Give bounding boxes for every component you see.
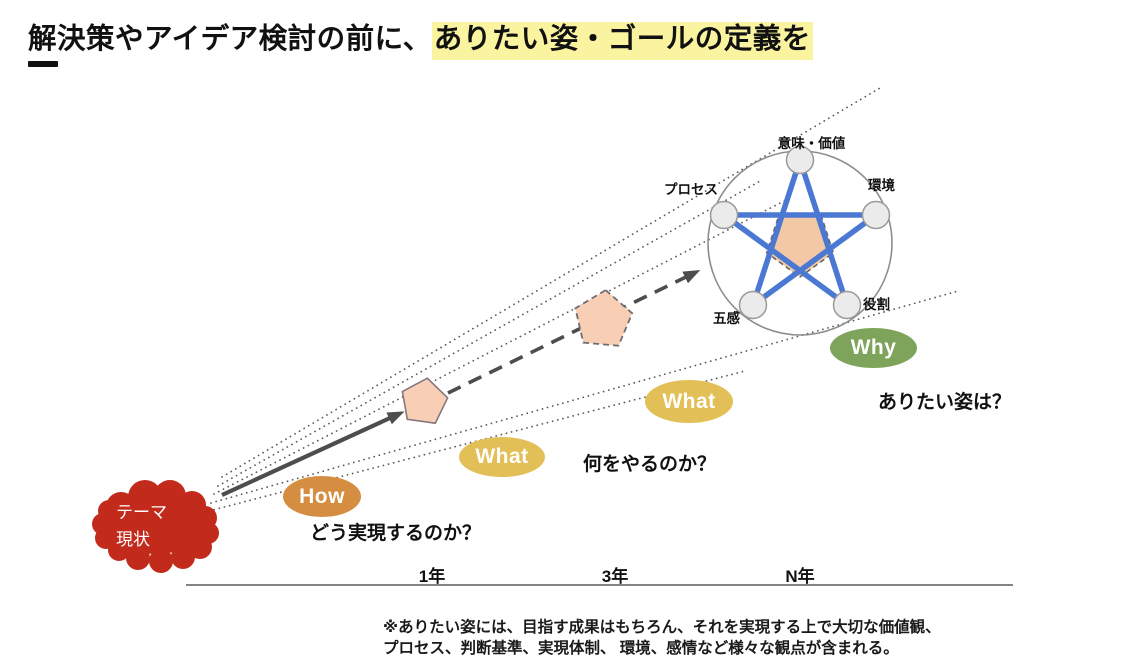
node-process: [709, 200, 739, 230]
dotted-ray-upper: [217, 179, 763, 487]
title-plain-text: 解決策やアイデア検討の前に、: [28, 23, 432, 55]
node-role: [832, 290, 862, 320]
what-question: 何をやるのか？: [583, 454, 717, 475]
timeline-tick-nyear: N年: [785, 567, 815, 586]
what-badge-near-label: What: [475, 445, 529, 468]
pentagon-mid-term: [574, 288, 634, 347]
footnote: ※ありたい姿には、目指す成果はもちろん、それを実現する上で大切な価値観、 プロセ…: [383, 618, 941, 659]
what-badge-far: What: [645, 380, 733, 423]
why-badge-label: Why: [850, 336, 897, 359]
goal-label-meaning-value: 意味・価値: [777, 136, 846, 151]
star-nodes: [709, 145, 891, 320]
dotted-ray-mid-upper: [213, 198, 789, 495]
how-question: どう実現するのか？: [310, 523, 482, 544]
dotted-ray-lower: [210, 290, 959, 504]
node-meaning-value: [785, 145, 815, 175]
cloud-theme-text: テーマ: [116, 503, 167, 522]
dashed-future-arrow: [447, 269, 701, 395]
goal-model-circle-group: [707, 145, 893, 336]
title-highlighted-text: ありたい姿・ゴールの定義を: [431, 22, 813, 60]
node-environment: [861, 200, 891, 230]
what-badge-near: What: [459, 437, 545, 477]
goal-label-role: 役割: [863, 297, 890, 312]
why-question: ありたい姿は？: [878, 392, 1012, 413]
node-five-senses: [738, 290, 768, 320]
what-badge-far-label: What: [662, 389, 716, 413]
timeline-axis: [186, 584, 1013, 586]
why-badge: Why: [830, 328, 917, 368]
current-state-cloud-shape: [92, 480, 219, 573]
how-badge: How: [283, 476, 361, 517]
title-dash: [28, 61, 58, 67]
solid-progress-arrow: [221, 411, 405, 497]
pentagram-star: [715, 151, 885, 313]
cloud-current-text: 現状: [116, 530, 150, 549]
pentagon-near-term: [401, 377, 449, 425]
current-state-cloud-label: テーマ 現状: [116, 499, 167, 553]
footnote-line2: プロセス、判断基準、実現体制、 環境、感情など様々な観点が含まれる。: [383, 639, 899, 657]
how-badge-label: How: [299, 484, 345, 508]
page-title: 解決策やアイデア検討の前に、ありたい姿・ゴールの定義を: [28, 16, 813, 60]
dotted-ray-top: [221, 87, 881, 478]
goal-label-five-senses: 五感: [713, 311, 740, 326]
timeline-tick-3year: 3年: [601, 567, 629, 586]
footnote-line1: ※ありたい姿には、目指す成果はもちろん、それを実現する上で大切な価値観、: [383, 619, 941, 636]
goal-label-environment: 環境: [868, 178, 895, 193]
goal-label-process: プロセス: [664, 182, 718, 197]
timeline-tick-1year: 1年: [418, 567, 446, 586]
